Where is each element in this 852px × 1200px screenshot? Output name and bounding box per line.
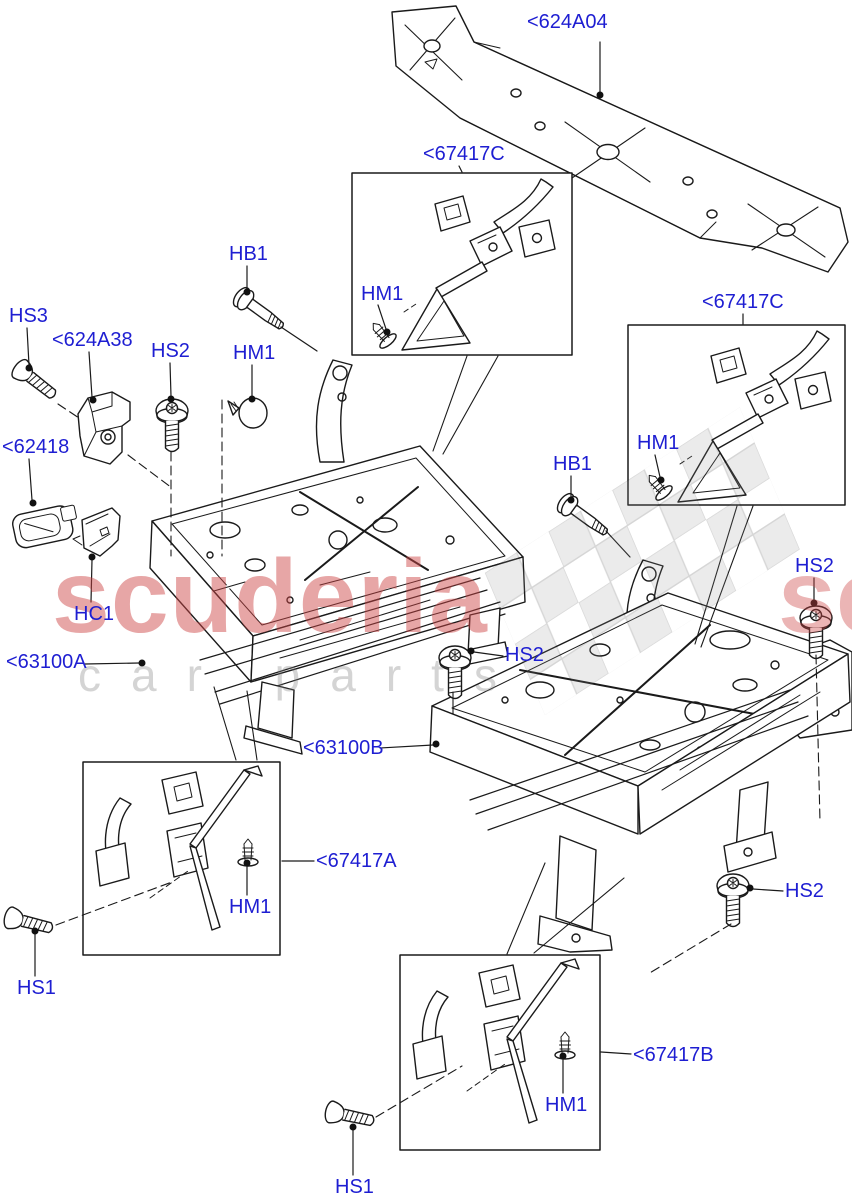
assembly-dash-lines <box>55 399 821 1118</box>
label-hm1-inset-right[interactable]: HM1 <box>637 432 680 454</box>
hs2-screw-icon <box>155 398 189 453</box>
hb1-bolt-icon <box>229 284 290 337</box>
label-hs2-middle[interactable]: HS2 <box>505 644 544 666</box>
label-67417c-right[interactable]: <67417C <box>702 291 784 313</box>
bracket-67417a-drawing <box>95 765 263 931</box>
label-63100a[interactable]: <63100A <box>6 651 87 673</box>
label-67417c-top[interactable]: <67417C <box>423 143 505 165</box>
label-63100b[interactable]: <63100B <box>303 737 384 759</box>
label-hs1-left[interactable]: HS1 <box>17 977 56 999</box>
bracket-67417c-drawing <box>364 178 556 352</box>
label-hs2-upper-right[interactable]: HS2 <box>795 555 834 577</box>
clip-hc1-part <box>72 507 121 557</box>
label-624a38[interactable]: <624A38 <box>52 329 133 351</box>
hs3-screw-icon <box>8 356 62 406</box>
cross-member-624a04-drawing <box>391 5 849 273</box>
label-hc1[interactable]: HC1 <box>74 603 115 625</box>
label-67417a[interactable]: <67417A <box>316 850 397 872</box>
label-hs2-bottom-right[interactable]: HS2 <box>785 880 824 902</box>
label-62418[interactable]: <62418 <box>2 436 70 458</box>
label-67417b[interactable]: <67417B <box>633 1044 714 1066</box>
handle-62418-part <box>12 504 77 549</box>
label-hm1-inset-top[interactable]: HM1 <box>361 283 404 305</box>
hm1-cap-part <box>227 397 268 429</box>
label-hm1-inset-a[interactable]: HM1 <box>229 896 272 918</box>
label-hb1-left[interactable]: HB1 <box>229 243 268 265</box>
label-624a04[interactable]: <624A04 <box>527 11 608 33</box>
hb1-bolt-icon <box>553 490 614 543</box>
hs2-screw-icon <box>716 873 750 928</box>
bracket-624a38-part <box>77 391 131 465</box>
label-hs3[interactable]: HS3 <box>9 305 48 327</box>
hs1-screw-icon <box>1 905 56 940</box>
label-hs2-left[interactable]: HS2 <box>151 340 190 362</box>
label-hm1-inset-b[interactable]: HM1 <box>545 1094 588 1116</box>
label-hs1-bottom[interactable]: HS1 <box>335 1176 374 1198</box>
label-hm1-left[interactable]: HM1 <box>233 342 276 364</box>
label-hb1-right[interactable]: HB1 <box>553 453 592 475</box>
leader-dots <box>25 91 818 1131</box>
